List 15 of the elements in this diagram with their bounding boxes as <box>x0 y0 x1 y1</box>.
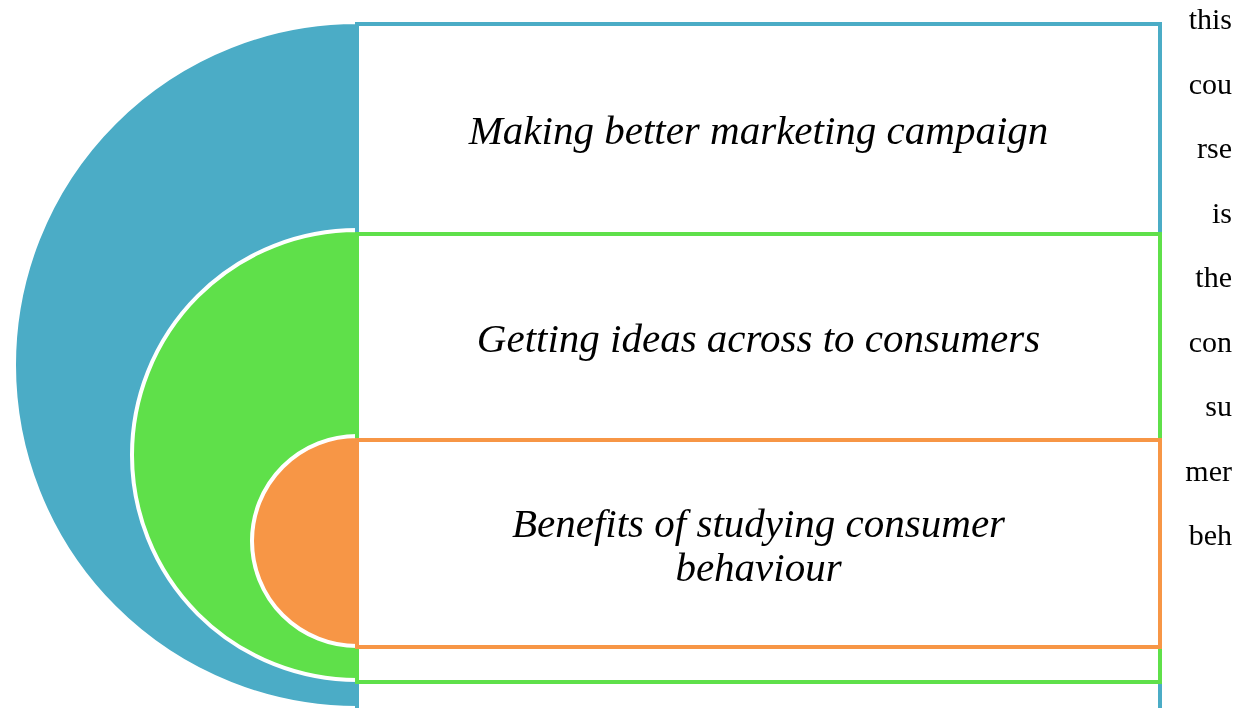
text-band <box>355 22 1162 708</box>
side-text: beh <box>1188 518 1232 552</box>
band-label: Getting ideas across to consumers <box>475 314 1042 364</box>
text-band <box>355 438 1162 649</box>
side-text: is <box>1212 195 1232 230</box>
side-text: su <box>1205 389 1232 423</box>
side-text: con <box>1188 324 1232 359</box>
side-text: mer <box>1185 453 1232 488</box>
side-text: the <box>1195 260 1232 294</box>
side-text: cou <box>1188 66 1232 101</box>
band-label: Making better marketing campaign <box>467 106 1050 156</box>
side-text: rse <box>1197 131 1232 165</box>
text-band <box>355 232 1162 684</box>
side-text: this <box>1188 2 1232 36</box>
band-label: Benefits of studying consumer behaviour <box>510 499 1007 592</box>
